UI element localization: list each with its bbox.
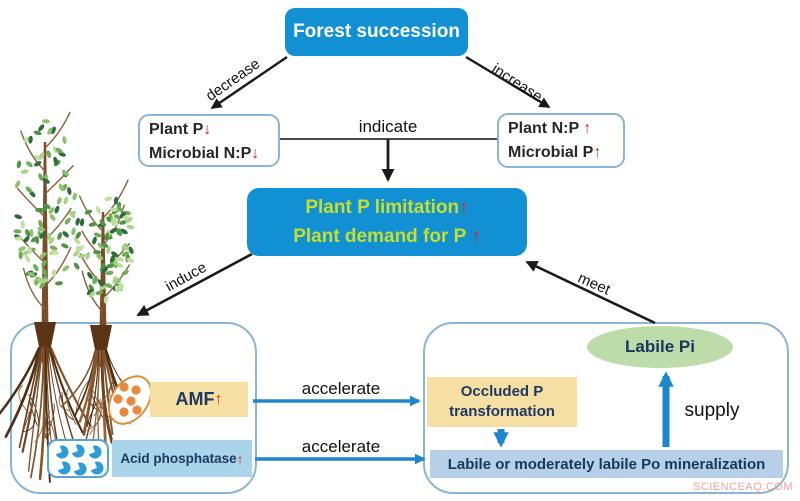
- occluded-p-node: Occluded P transformation: [427, 377, 577, 427]
- microbial-np-label: Microbial N:P: [149, 145, 252, 162]
- meet-label: meet: [575, 269, 613, 299]
- labile-pi-label: Labile Pi: [625, 337, 695, 356]
- plant-p-limitation-node: Plant P limitation↑ Plant demand for P ↑: [247, 188, 527, 256]
- po-mineralization-label: Labile or moderately labile Po mineraliz…: [447, 455, 766, 473]
- accelerate-bottom-label: accelerate: [301, 437, 381, 456]
- short-tree-icon: [73, 179, 135, 328]
- po-mineralization-node: Labile or moderately labile Po mineraliz…: [430, 450, 783, 478]
- induce-label: induce: [162, 258, 210, 296]
- plant-p-line: Plant P↓: [149, 118, 278, 142]
- indicate-label: indicate: [358, 117, 418, 136]
- down-arrow-glyph: ↓: [251, 145, 260, 162]
- acid-phosphatase-node: Acid phosphatase ↑: [112, 440, 252, 477]
- plant-p-label: Plant P: [149, 121, 204, 138]
- forest-succession-node: Forest succession: [285, 8, 468, 56]
- amf-label: AMF: [175, 389, 215, 409]
- microbial-p-line: Microbial P↑: [508, 141, 623, 165]
- tall-tree-icon: [13, 111, 77, 325]
- forest-succession-label: Forest succession: [293, 21, 460, 42]
- plant-p-limitation-line: Plant P limitation↑: [305, 194, 468, 222]
- plant-p-limitation-label: Plant P limitation: [305, 196, 460, 218]
- watermark: SCIENCEAQ.COM: [693, 481, 794, 493]
- up-arrow-glyph: ↑: [593, 144, 602, 161]
- arrow-meet: [525, 260, 656, 325]
- plant-p-microbial-np-node: Plant P↓ Microbial N:P↓: [138, 114, 280, 167]
- occluded-p-label: Occluded P transformation: [449, 382, 555, 420]
- up-arrow-glyph: ↑: [459, 196, 469, 218]
- acid-phosphatase-label: Acid phosphatase: [120, 451, 237, 466]
- down-arrow-glyph: ↓: [203, 121, 212, 138]
- up-arrow-glyph: ↑: [236, 450, 244, 467]
- amf-node: AMF↑: [150, 382, 248, 417]
- microbial-p-label: Microbial P: [508, 144, 594, 161]
- plant-demand-line: Plant demand for P ↑: [293, 223, 481, 251]
- supply-label: supply: [684, 400, 740, 421]
- accelerate-top-label: accelerate: [301, 379, 381, 398]
- labile-pi-node: Labile Pi: [587, 326, 733, 368]
- up-arrow-glyph: ↑: [214, 390, 223, 408]
- microbial-np-line: Microbial N:P↓: [149, 142, 278, 166]
- up-arrow-glyph: ↑: [471, 225, 481, 247]
- decrease-label: decrease: [202, 55, 264, 105]
- plant-np-line: Plant N:P ↑: [508, 117, 623, 141]
- plant-demand-label: Plant demand for P: [293, 225, 472, 247]
- plant-np-microbial-p-node: Plant N:P ↑ Microbial P↑: [497, 113, 625, 168]
- plant-np-label: Plant N:P: [508, 120, 584, 137]
- up-arrow-glyph: ↑: [583, 120, 592, 137]
- increase-label: increase: [488, 60, 546, 106]
